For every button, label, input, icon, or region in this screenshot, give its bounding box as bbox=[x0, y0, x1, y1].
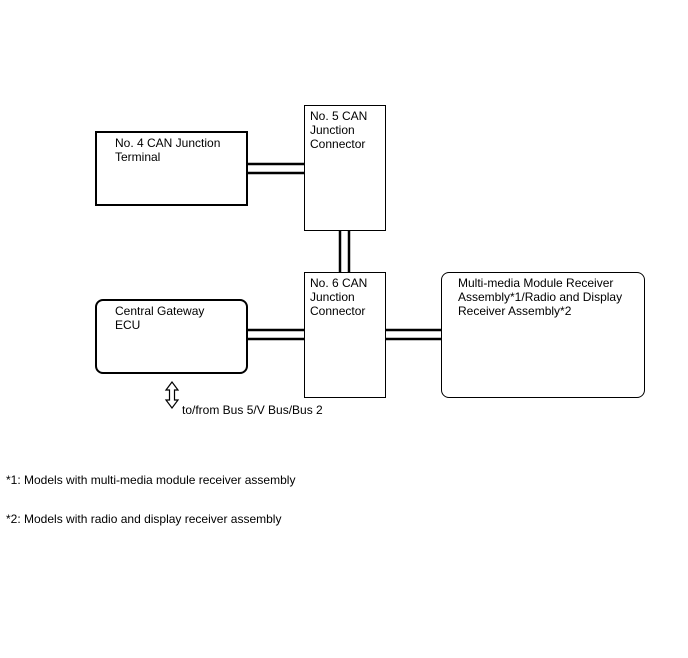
bus-can5-can6 bbox=[338, 230, 351, 273]
bus-can4-can5 bbox=[247, 162, 305, 175]
node-gateway-label: Central Gateway ECU bbox=[115, 304, 205, 332]
footnote-1: *1: Models with multi-media module recei… bbox=[6, 473, 296, 487]
bus-gateway-can6 bbox=[247, 328, 305, 341]
node-can6-junction-connector: No. 6 CAN Junction Connector bbox=[304, 272, 386, 398]
node-can6-label: No. 6 CAN Junction Connector bbox=[310, 276, 368, 318]
node-can5-junction-connector: No. 5 CAN Junction Connector bbox=[304, 105, 386, 231]
node-multimedia-label: Multi-media Module Receiver Assembly*1/R… bbox=[458, 276, 623, 318]
node-multimedia-receiver-assembly: Multi-media Module Receiver Assembly*1/R… bbox=[441, 272, 645, 398]
double-arrow-icon bbox=[164, 381, 180, 409]
footnote-2: *2: Models with radio and display receiv… bbox=[6, 512, 282, 526]
node-can4-junction-terminal: No. 4 CAN Junction Terminal bbox=[95, 131, 248, 206]
node-can5-label: No. 5 CAN Junction Connector bbox=[310, 109, 368, 151]
bus-can6-multimedia bbox=[386, 328, 442, 341]
bus-note: to/from Bus 5/V Bus/Bus 2 bbox=[182, 403, 323, 417]
node-can4-label: No. 4 CAN Junction Terminal bbox=[115, 136, 221, 164]
node-central-gateway-ecu: Central Gateway ECU bbox=[95, 299, 248, 374]
